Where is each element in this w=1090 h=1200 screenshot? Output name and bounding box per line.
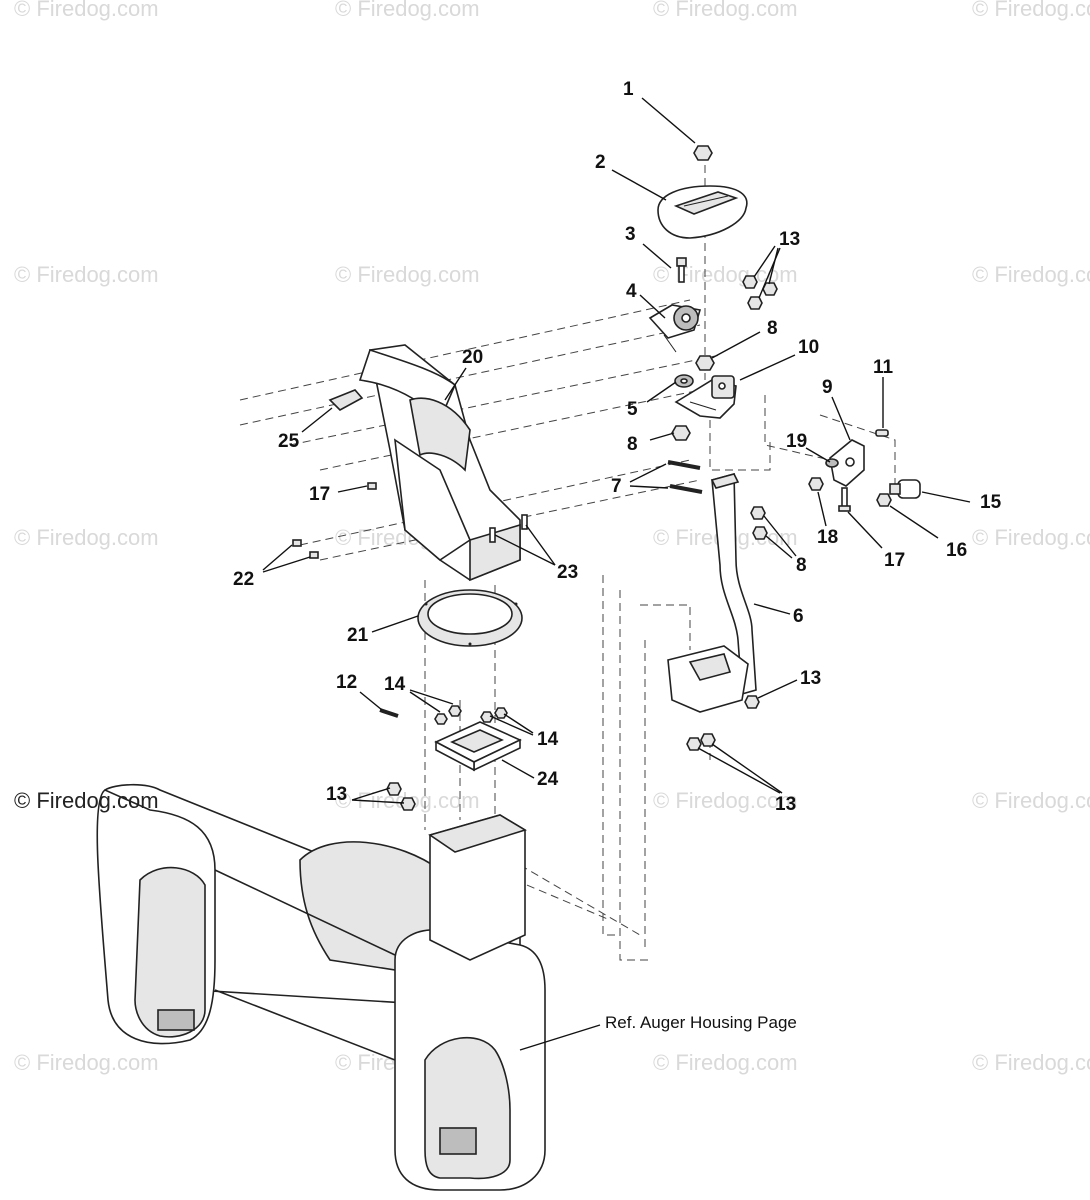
hex-nut: [747, 296, 763, 310]
watermark: © Firedog.com: [653, 788, 798, 813]
hex-nut: [695, 355, 715, 371]
watermark: © Firedog.com: [972, 262, 1090, 287]
callout-labels: 1 2 3 13 4 8 10 20 11 9 5 25 8 19 7 17 1…: [233, 79, 1002, 815]
callout-13: 13: [326, 784, 347, 805]
clip-bracket: [829, 439, 865, 487]
leader-lines: [262, 97, 971, 1051]
callout-19: 19: [786, 431, 807, 452]
watermark: © Firedog.com: [335, 262, 480, 287]
bolt: [521, 514, 528, 530]
callout-8: 8: [796, 555, 807, 576]
callout-12: 12: [336, 672, 357, 693]
callout-4: 4: [626, 281, 637, 302]
callout-21: 21: [347, 625, 369, 646]
bolt: [292, 539, 302, 547]
bolt: [667, 460, 703, 494]
washer: [674, 374, 694, 388]
callout-9: 9: [822, 377, 833, 398]
hex-nut: [671, 425, 691, 441]
reference-note: Ref. Auger Housing Page: [605, 1013, 797, 1032]
deflector-handle: [328, 389, 364, 411]
hex-nut: [693, 145, 713, 161]
auger-housing: [96, 783, 546, 1191]
watermark: © Firedog.com: [972, 1050, 1090, 1075]
chute-crank-rod: [667, 472, 757, 713]
chute-control-cover: [657, 185, 748, 239]
watermark: © Firedog.com: [14, 262, 159, 287]
watermark: © Firedog.com: [14, 1050, 159, 1075]
hex-nut: [686, 737, 702, 751]
callout-18: 18: [817, 527, 838, 548]
gear-bracket: [648, 304, 702, 353]
callout-2: 2: [595, 152, 606, 173]
pin: [875, 429, 889, 437]
callout-10: 10: [798, 337, 819, 358]
hex-nut: [494, 707, 508, 719]
callout-14: 14: [384, 674, 406, 695]
callout-8: 8: [767, 318, 778, 339]
watermark: © Firedog.com: [972, 525, 1090, 550]
callout-20: 20: [462, 347, 483, 368]
hex-nut: [480, 711, 494, 723]
callout-22: 22: [233, 569, 254, 590]
callout-11: 11: [873, 357, 894, 378]
bolt: [309, 551, 319, 559]
callout-17: 17: [309, 484, 330, 505]
bolt: [838, 487, 851, 512]
hex-nut: [742, 275, 758, 289]
callout-23: 23: [557, 562, 578, 583]
bolt: [676, 257, 687, 283]
hex-nut: [752, 526, 768, 540]
watermark: © Firedog.com: [335, 0, 480, 21]
hex-nut: [700, 733, 716, 747]
callout-15: 15: [980, 492, 1002, 513]
hex-nut: [876, 493, 892, 507]
chute-ring-flange: [417, 589, 523, 647]
callout-13: 13: [779, 229, 800, 250]
callout-13: 13: [775, 794, 796, 815]
bolt: [489, 527, 496, 543]
callout-14: 14: [537, 729, 559, 750]
callout-13: 13: [800, 668, 821, 689]
watermark: © Firedog.com: [653, 0, 798, 21]
hex-nut: [448, 705, 462, 717]
callout-5: 5: [627, 399, 638, 420]
hex-nut: [808, 477, 824, 491]
watermark: © Firedog.com: [14, 0, 159, 21]
watermark: © Firedog.com: [972, 0, 1090, 21]
callout-6: 6: [793, 606, 804, 627]
callout-3: 3: [625, 224, 636, 245]
callout-24: 24: [537, 769, 559, 790]
callout-25: 25: [278, 431, 300, 452]
watermark: © Firedog.com: [14, 525, 159, 550]
discharge-chute: [358, 344, 521, 582]
watermark: © Firedog.com: [14, 788, 159, 813]
callout-8: 8: [627, 434, 638, 455]
watermark: © Firedog.com: [653, 1050, 798, 1075]
hex-nut: [744, 695, 760, 709]
watermark: © Firedog.com: [972, 788, 1090, 813]
hex-nut: [400, 797, 416, 811]
hex-nut: [750, 506, 766, 520]
knob: [889, 479, 921, 499]
chute-base-plate: [434, 721, 522, 772]
callout-7: 7: [611, 476, 622, 497]
pivot-bracket: [674, 375, 737, 419]
hex-nut: [434, 713, 448, 725]
bolt: [379, 708, 399, 718]
callout-1: 1: [623, 79, 634, 100]
assembly-guide-lines: [239, 165, 896, 961]
bolt: [367, 482, 377, 490]
callout-17: 17: [884, 550, 905, 571]
callout-16: 16: [946, 540, 967, 561]
